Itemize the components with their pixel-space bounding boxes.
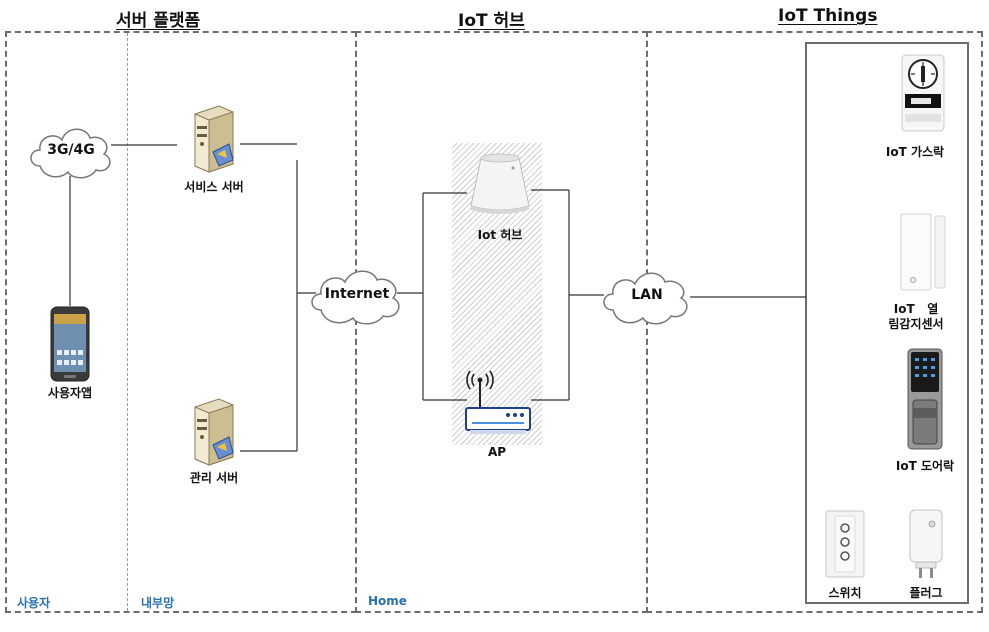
iot-hub-device-label: Iot 허브 [477, 228, 523, 242]
ap-router-icon [465, 370, 531, 434]
door-lock-icon [907, 348, 943, 450]
lan-cloud-icon [603, 272, 688, 325]
lan-cloud-label: LAN [631, 287, 663, 303]
admin-server-label: 관리 서버 [189, 471, 239, 485]
user-app-label: 사용자앱 [47, 386, 93, 400]
things-device-panel [805, 42, 969, 604]
open-sensor-icon [900, 213, 946, 291]
admin-server-icon [194, 398, 234, 466]
service-server-label: 서비스 서버 [184, 180, 244, 194]
gas-lock-label: IoT 가스락 [885, 145, 945, 159]
gas-lock-icon [901, 54, 945, 132]
cellular-cloud-icon [30, 128, 111, 179]
switch-label: 스위치 [828, 586, 862, 600]
internet-cloud-icon [311, 270, 400, 325]
server-platform-title: 서버 플랫폼 [116, 11, 201, 31]
open-sensor-label-line1: IoT 열 [893, 302, 939, 316]
door-lock-label: IoT 도어락 [895, 459, 955, 473]
service-server-icon [194, 105, 234, 173]
plug-label: 플러그 [909, 586, 943, 600]
home-zone-label: Home [368, 594, 407, 608]
user-zone-label: 사용자 [17, 596, 51, 610]
switch-icon [825, 510, 865, 578]
internet-cloud-label: Internet [324, 286, 390, 302]
user-internal-divider [127, 33, 128, 611]
iot-hub-device-icon [470, 153, 530, 214]
iot-hub-title: IoT 허브 [458, 11, 525, 31]
smartphone-icon [50, 306, 90, 382]
open-sensor-label-line2: 림감지센서 [888, 317, 944, 331]
plug-icon [909, 509, 943, 578]
ap-label: AP [487, 445, 507, 459]
internal-zone-label: 내부망 [141, 596, 175, 610]
cellular-cloud-label: 3G/4G [47, 142, 95, 158]
iot-things-title: IoT Things [778, 6, 878, 26]
